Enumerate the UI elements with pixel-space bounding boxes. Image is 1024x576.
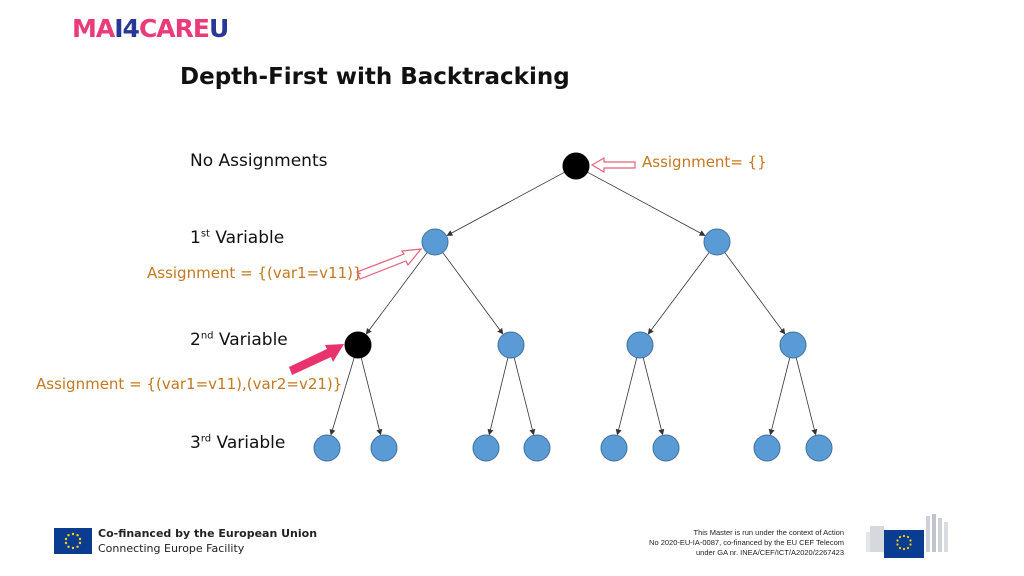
eu-flag-icon: [54, 528, 92, 554]
edge-l2a-l3a: [329, 357, 355, 436]
edge-l2b-l3c: [487, 357, 509, 436]
tree-node-l2d: [779, 331, 807, 359]
edge-l1b-l2d: [724, 252, 786, 335]
root-pointer-arrow: [590, 156, 636, 174]
tree-node-l3a: [313, 434, 341, 462]
tree-node-l3g: [753, 434, 781, 462]
eu-cofinanced-text: Co-financed by the European Union: [98, 527, 318, 540]
tree-node-l3f: [652, 434, 680, 462]
tree-nodes: [313, 152, 833, 462]
action-note: This Master is run under the context of …: [649, 528, 844, 557]
current-node-pointer-arrow: [289, 344, 344, 375]
slide-title: Depth-First with Backtracking: [180, 64, 570, 90]
tree-node-l3c: [472, 434, 500, 462]
level-label-2: 2nd Variable: [190, 330, 288, 350]
tree-node-l1a: [421, 228, 449, 256]
tree-node-l3b: [370, 434, 398, 462]
assignment-level2-label: Assignment = {(var1=v11),(var2=v21)}: [36, 375, 343, 393]
edge-l1b-l2c: [647, 252, 710, 335]
edge-l2c-l3e: [615, 357, 638, 436]
tree-node-l3h: [805, 434, 833, 462]
edge-root-l1a: [446, 171, 565, 236]
edge-l2a-l3b: [360, 357, 383, 436]
edge-l1a-l2a: [365, 252, 428, 335]
assignment-level1-label: Assignment = {(var1=v11)}: [147, 264, 363, 282]
level1-pointer-arrow: [356, 248, 423, 280]
edge-l2b-l3d: [513, 357, 536, 436]
tree-node-l2a: [344, 331, 372, 359]
mai4careu-logo: MAI4CAREU: [72, 14, 229, 43]
edge-l1a-l2b: [442, 252, 504, 335]
tree-node-l1b: [703, 228, 731, 256]
edge-root-l1b: [587, 171, 706, 236]
tree-node-l3e: [600, 434, 628, 462]
cef-text: Connecting Europe Facility: [98, 542, 245, 555]
tree-node-l2c: [626, 331, 654, 359]
tree-edges: [329, 171, 818, 436]
european-commission-logo: [866, 512, 958, 558]
tree-node-root: [562, 152, 590, 180]
level-label-root: No Assignments: [190, 151, 328, 171]
tree-node-l2b: [497, 331, 525, 359]
level-label-3: 3rd Variable: [190, 433, 286, 453]
assignment-root-label: Assignment= {}: [642, 153, 767, 171]
level-label-1: 1st Variable: [190, 228, 285, 248]
edge-l2d-l3g: [768, 357, 791, 436]
tree-node-l3d: [523, 434, 551, 462]
edge-l2d-l3h: [795, 357, 818, 436]
edge-l2c-l3f: [642, 357, 665, 436]
